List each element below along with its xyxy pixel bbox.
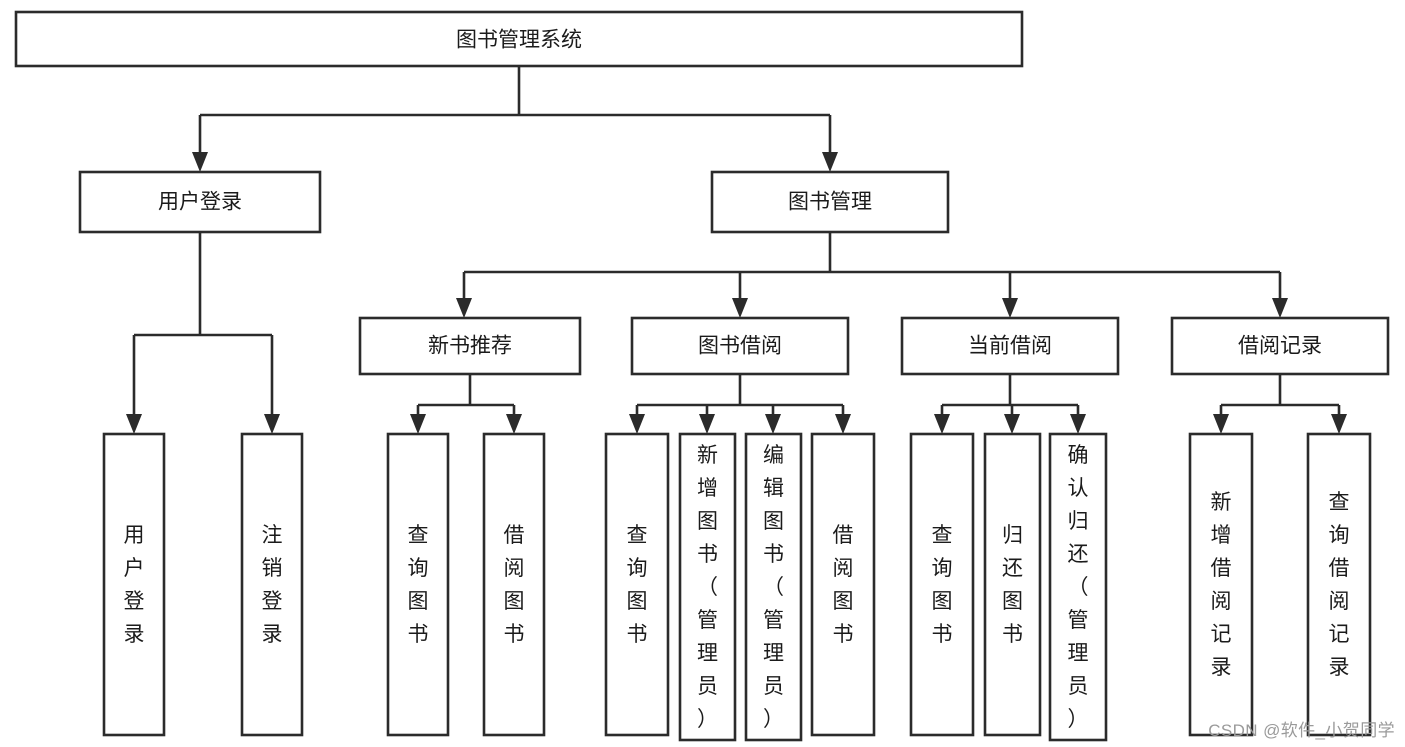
- node-borrow-record[interactable]: 借阅记录: [1170, 316, 1390, 376]
- node-leaf-borrow-book-2-label: 借阅图书: [833, 524, 854, 646]
- node-leaf-query-book-3-box[interactable]: [909, 432, 975, 737]
- arrow-nbr-leaf-2: [506, 414, 522, 434]
- arrow-bm-to-new-book-rec: [456, 298, 472, 318]
- node-leaf-query-book-1-box[interactable]: [386, 432, 450, 737]
- arrow-bb-leaf-2: [699, 414, 715, 434]
- node-leaf-user-login-box[interactable]: [102, 432, 166, 737]
- node-leaf-logout-label: 注销登录: [262, 524, 283, 646]
- node-book-borrow[interactable]: 图书借阅: [630, 316, 850, 376]
- node-book-borrow-box[interactable]: [630, 316, 850, 376]
- node-leaf-borrow-book-2-box[interactable]: [810, 432, 876, 737]
- node-leaf-query-book-2-label: 查询图书: [627, 524, 648, 646]
- node-leaf-add-book-label: 新增图书（管理员）: [697, 444, 718, 731]
- node-leaf-add-record-label: 新增借阅记录: [1211, 491, 1232, 679]
- node-current-borrow-box[interactable]: [900, 316, 1120, 376]
- node-leaf-add-record-box[interactable]: [1188, 432, 1254, 737]
- node-leaf-borrow-book-1[interactable]: 借阅图书: [482, 432, 546, 737]
- node-new-book-recommendation-box[interactable]: [358, 316, 582, 376]
- arrow-bb-leaf-3: [765, 414, 781, 434]
- arrow-cb-leaf-1: [934, 414, 950, 434]
- watermark-text: CSDN @软件_小贺同学: [1208, 721, 1395, 740]
- node-new-book-recommendation-label: 新书推荐: [428, 335, 512, 358]
- node-leaf-query-record-box[interactable]: [1306, 432, 1372, 737]
- node-borrow-record-box[interactable]: [1170, 316, 1390, 376]
- node-leaf-confirm-return[interactable]: 确认归还（管理员）: [1048, 432, 1108, 742]
- arrow-cb-leaf-3: [1070, 414, 1086, 434]
- arrow-bm-to-current-borrow: [1002, 298, 1018, 318]
- node-leaf-edit-book-label: 编辑图书（管理员）: [763, 444, 784, 731]
- node-leaf-query-book-2-box[interactable]: [604, 432, 670, 737]
- node-leaf-logout-box[interactable]: [240, 432, 304, 737]
- node-root[interactable]: 图书管理系统: [14, 10, 1024, 68]
- node-book-management[interactable]: 图书管理: [710, 170, 950, 234]
- node-book-borrow-label: 图书借阅: [698, 335, 782, 358]
- node-borrow-record-label: 借阅记录: [1238, 335, 1322, 358]
- node-leaf-query-record[interactable]: 查询借阅记录: [1306, 432, 1372, 737]
- node-leaf-query-book-1[interactable]: 查询图书: [386, 432, 450, 737]
- arrow-br-leaf-2: [1331, 414, 1347, 434]
- node-leaf-query-book-1-label: 查询图书: [408, 524, 429, 646]
- arrow-br-leaf-1: [1213, 414, 1229, 434]
- arrow-nbr-leaf-1: [410, 414, 426, 434]
- node-leaf-add-record[interactable]: 新增借阅记录: [1188, 432, 1254, 737]
- node-root-box[interactable]: [14, 10, 1024, 68]
- node-root-label: 图书管理系统: [456, 29, 582, 52]
- arrow-bb-leaf-4: [835, 414, 851, 434]
- node-user-login[interactable]: 用户登录: [78, 170, 322, 234]
- node-leaf-return-book-box[interactable]: [983, 432, 1042, 737]
- node-current-borrow-label: 当前借阅: [968, 335, 1052, 358]
- edge-layer: [126, 66, 1347, 434]
- node-leaf-user-login[interactable]: 用户登录: [102, 432, 166, 737]
- node-leaf-query-book-3[interactable]: 查询图书: [909, 432, 975, 737]
- node-leaf-query-book-3-label: 查询图书: [932, 524, 953, 646]
- node-user-login-label: 用户登录: [158, 191, 242, 214]
- arrow-user-login-leaf-2: [264, 414, 280, 434]
- arrow-bm-to-borrow-record: [1272, 298, 1288, 318]
- arrow-user-login-leaf-1: [126, 414, 142, 434]
- arrow-bb-leaf-1: [629, 414, 645, 434]
- node-leaf-edit-book[interactable]: 编辑图书（管理员）: [744, 432, 803, 742]
- node-leaf-query-record-label: 查询借阅记录: [1329, 491, 1350, 679]
- node-leaf-return-book-label: 归还图书: [1002, 524, 1023, 646]
- node-new-book-recommendation[interactable]: 新书推荐: [358, 316, 582, 376]
- node-current-borrow[interactable]: 当前借阅: [900, 316, 1120, 376]
- node-leaf-user-login-label: 用户登录: [124, 524, 145, 646]
- arrow-cb-leaf-2: [1004, 414, 1020, 434]
- arrow-root-to-book-management: [822, 152, 838, 172]
- node-leaf-add-book-box[interactable]: [678, 432, 737, 742]
- node-book-management-box[interactable]: [710, 170, 950, 234]
- node-user-login-box[interactable]: [78, 170, 322, 234]
- node-leaf-borrow-book-1-label: 借阅图书: [504, 524, 525, 646]
- leaf-layer: 用户登录 注销登录 查询图书 借阅图书 查询图书 新增图书（管理员） 编辑图书（管理员） 借阅…: [102, 432, 1372, 742]
- node-leaf-borrow-book-2[interactable]: 借阅图书: [810, 432, 876, 737]
- node-leaf-confirm-return-label: 确认归还（管理员）: [1068, 444, 1089, 731]
- node-leaf-query-book-2[interactable]: 查询图书: [604, 432, 670, 737]
- node-leaf-edit-book-box[interactable]: [744, 432, 803, 742]
- node-leaf-confirm-return-box[interactable]: [1048, 432, 1108, 742]
- arrow-bm-to-book-borrow: [732, 298, 748, 318]
- node-leaf-add-book[interactable]: 新增图书（管理员）: [678, 432, 737, 742]
- node-book-management-label: 图书管理: [788, 191, 872, 214]
- node-leaf-logout[interactable]: 注销登录: [240, 432, 304, 737]
- node-leaf-borrow-book-1-box[interactable]: [482, 432, 546, 737]
- arrow-root-to-user-login: [192, 152, 208, 172]
- node-leaf-return-book[interactable]: 归还图书: [983, 432, 1042, 737]
